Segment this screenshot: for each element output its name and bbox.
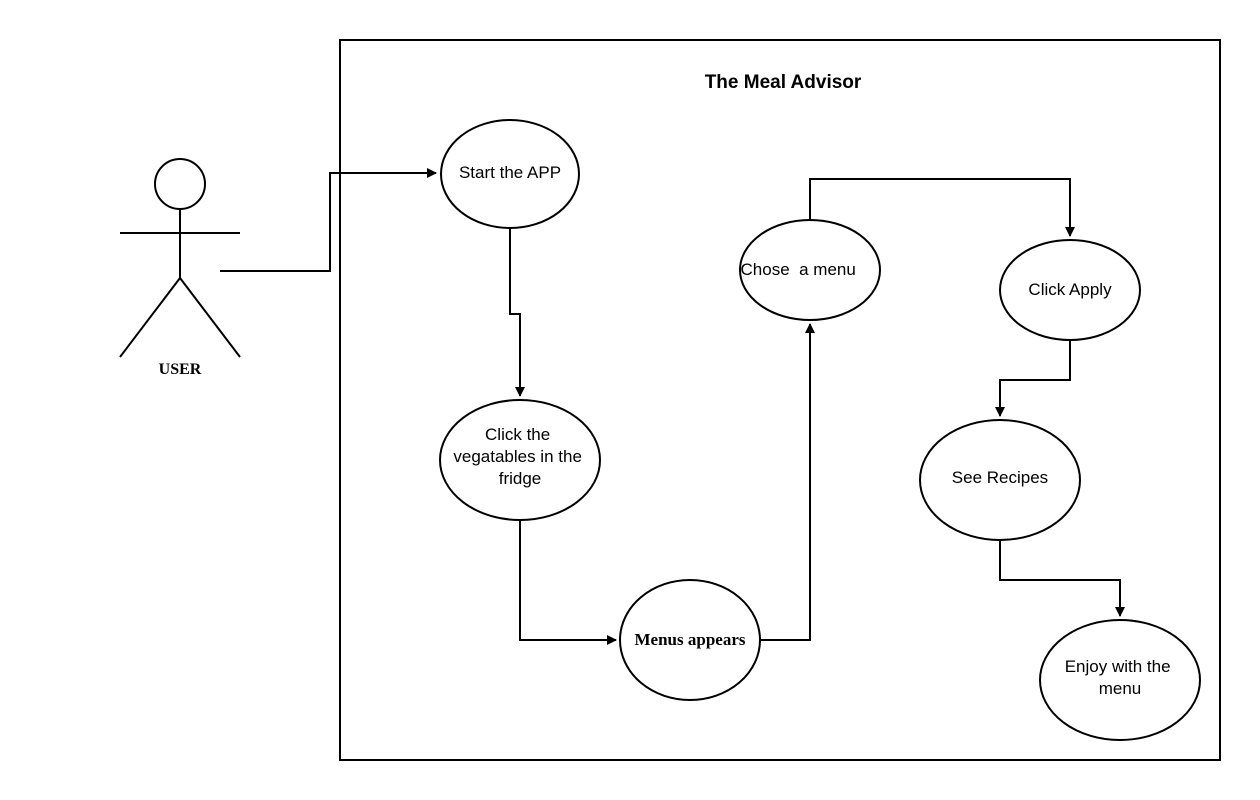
use-case-click-apply: Click Apply [999,239,1141,341]
use-case-chose-menu: Chose a menu [0,0,881,321]
connector-menus-to-chose [760,323,815,641]
svg-text:See Recipes: See Recipes [952,468,1048,487]
enjoy-menu-label-line-1: Enjoy with the [1065,657,1171,676]
actor-label: USER [159,361,202,378]
connector-apply-to-recipes [995,341,1071,417]
svg-text:Click Apply: Click Apply [1028,280,1112,299]
use-case-start-app: Start the APP [440,119,580,229]
svg-text:Click the vegatables in: Click the vegatables in the fridge [453,425,586,488]
actor-right-leg [179,277,241,358]
svg-text:Menus appears: Menus appears [635,630,746,649]
user-actor: USER [119,158,241,378]
see-recipes-label: See Recipes [952,468,1048,487]
connector-vegetables-to-menus [519,520,617,645]
enjoy-menu-label-line-2: menu [1099,679,1142,698]
actor-head [154,158,206,210]
menus-appears-label: Menus appears [635,630,746,649]
connector-user-to-start [220,168,437,272]
use-case-see-recipes: See Recipes [919,419,1081,541]
connector-start-to-vegetables [509,228,525,397]
actor-left-leg [119,277,181,358]
click-vegetables-label-line-1: Click the [485,425,550,444]
click-apply-label: Click Apply [1028,280,1112,299]
connector-chose-to-apply [809,178,1075,237]
svg-text:Chose a menu: Chose a menu [0,0,879,279]
svg-text:Start the APP: Start the APP [459,163,561,182]
svg-text:Enjoy with the menu: Enjoy with the menu [1065,657,1176,698]
system-boundary [339,39,1221,761]
connector-recipes-to-enjoy [999,540,1125,617]
system-title: The Meal Advisor [705,72,862,93]
chose-menu-label: Chose a menu [741,260,856,279]
use-case-click-vegetables: Click the vegatables in the fridge [439,399,601,521]
start-app-label: Start the APP [459,163,561,182]
click-vegetables-label-line-2: vegatables in the [453,447,582,466]
click-vegetables-label-line-3: fridge [499,469,542,488]
use-case-enjoy-menu: Enjoy with the menu [1039,619,1201,741]
use-case-menus-appears: Menus appears [619,579,761,701]
